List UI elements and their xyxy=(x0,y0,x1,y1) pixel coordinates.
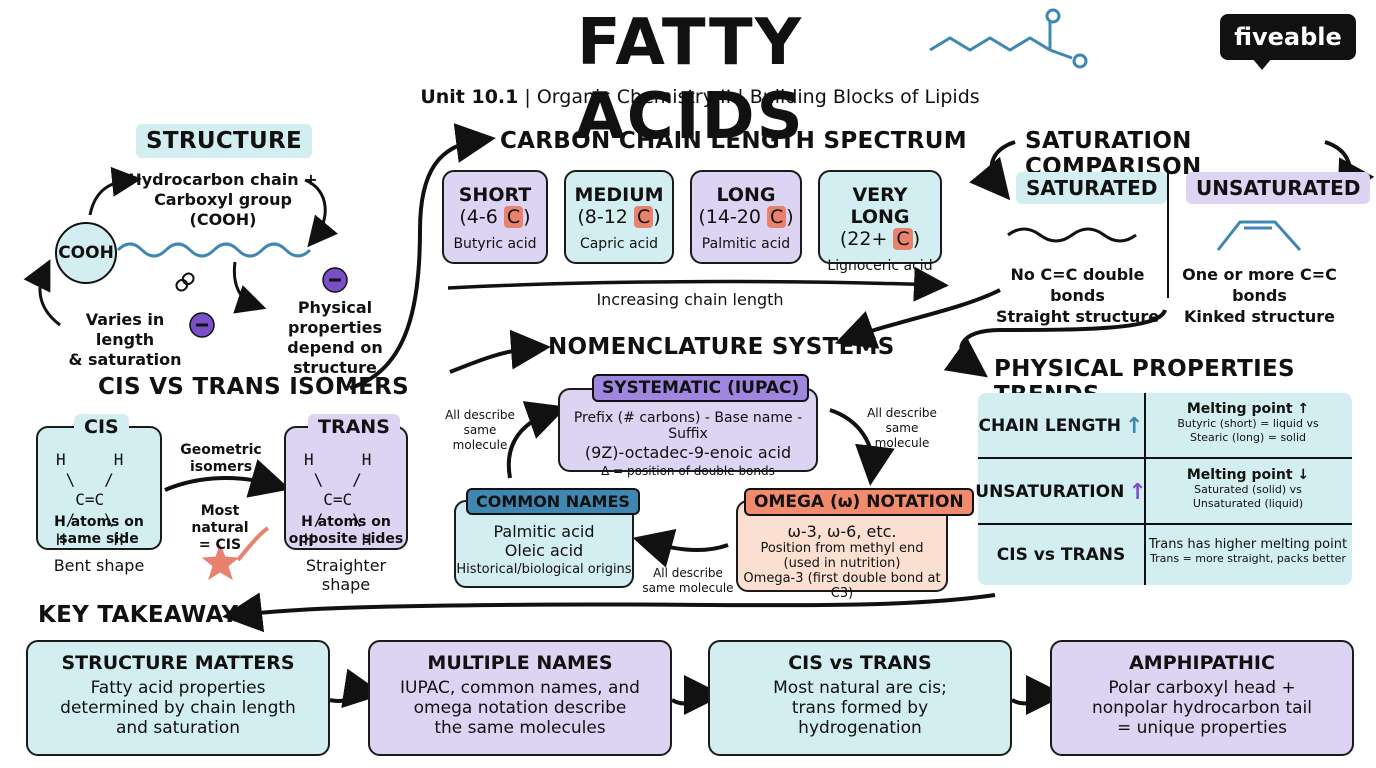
minus-badge-icon xyxy=(189,312,215,338)
trans-tag: TRANS xyxy=(308,414,400,440)
geometric-note: Geometric isomers xyxy=(180,442,262,475)
structure-chain-wave xyxy=(116,242,312,258)
structure-top-note: Hydrocarbon chain + Carboxyl group (COOH… xyxy=(128,170,318,229)
describe-left: All describe same molecule xyxy=(445,408,515,452)
unsaturated-chain-kink xyxy=(1216,220,1302,251)
structure-left-note: Varies in length & saturation xyxy=(68,310,182,369)
chain-card-long: LONG (14-20 C) Palmitic acid xyxy=(690,170,802,264)
unsaturated-note: One or more C=C bonds Kinked structure xyxy=(1182,265,1337,326)
cooh-circle: COOH xyxy=(55,222,117,284)
physical-table: CHAIN LENGTH↑ Melting point ↑ Butyric (s… xyxy=(975,393,1352,585)
nomenclature-title: NOMENCLATURE SYSTEMS xyxy=(548,334,895,360)
structure-title: STRUCTURE xyxy=(136,124,313,158)
describe-bottom: All describe same molecule xyxy=(642,566,734,595)
trans-card: H H \ / C=C / \ H H H atoms on opposite … xyxy=(284,426,408,550)
chain-card-short: SHORT (4-6 C) Butyric acid xyxy=(442,170,548,264)
saturated-note: No C=C double bonds Straight structure xyxy=(995,265,1160,326)
chain-arrow-label: Increasing chain length xyxy=(596,290,784,309)
physical-row-unsaturation: UNSATURATION↑ Melting point ↓ Saturated … xyxy=(975,459,1352,525)
takeaway-card-names: MULTIPLE NAMES IUPAC, common names, and … xyxy=(368,640,672,756)
saturated-chain-wave xyxy=(1007,227,1137,243)
takeaways-title: KEY TAKEAWAYS xyxy=(38,602,256,628)
describe-right: All describe same molecule xyxy=(867,406,937,450)
physical-row-cis-trans: CIS vs TRANS Trans has higher melting po… xyxy=(978,525,1352,585)
trans-caption: Straighter shape xyxy=(305,556,387,594)
omega-tag: OMEGA (ω) NOTATION xyxy=(744,488,974,516)
chain-card-very-long: VERY LONG (22+ C) Lignoceric acid xyxy=(818,170,942,274)
page-subtitle: Unit 10.1 | Organic Chemistry II | Build… xyxy=(420,86,980,108)
chain-card-medium: MEDIUM (8-12 C) Capric acid xyxy=(564,170,674,264)
logo-tail xyxy=(1252,58,1272,70)
takeaway-card-structure: STRUCTURE MATTERS Fatty acid properties … xyxy=(26,640,330,756)
link-icon xyxy=(175,272,195,292)
takeaway-card-cis-trans: CIS vs TRANS Most natural are cis; trans… xyxy=(708,640,1012,756)
iupac-tag: SYSTEMATIC (IUPAC) xyxy=(592,374,810,402)
takeaway-card-amphipathic: AMPHIPATHIC Polar carboxyl head + nonpol… xyxy=(1050,640,1354,756)
trans-structure-icon: H H \ / C=C / \ H H xyxy=(304,450,372,549)
cis-caption: Bent shape xyxy=(53,556,145,575)
structure-right-note: Physical properties depend on structure xyxy=(287,298,383,377)
minus-badge-icon xyxy=(322,267,348,293)
page-title: FATTY ACIDS xyxy=(575,6,805,154)
cis-structure-icon: H H \ / C=C / \ H H xyxy=(56,450,124,549)
cis-tag: CIS xyxy=(74,414,129,440)
physical-row-chain: CHAIN LENGTH↑ Melting point ↑ Butyric (s… xyxy=(978,393,1352,459)
natural-note: Most natural = CIS xyxy=(191,503,249,553)
fiveable-logo[interactable]: fiveable xyxy=(1220,14,1356,60)
title-molecule-icon xyxy=(929,36,1051,52)
common-names-tag: COMMON NAMES xyxy=(466,488,640,515)
saturated-tag: SATURATED xyxy=(1016,172,1168,204)
unsaturated-tag: UNSATURATED xyxy=(1186,172,1371,204)
cis-card: H H \ / C=C / \ H H H atoms on same side xyxy=(36,426,162,550)
chain-spectrum-title: CARBON CHAIN LENGTH SPECTRUM xyxy=(500,128,967,154)
cis-trans-title: CIS VS TRANS ISOMERS xyxy=(98,374,409,400)
